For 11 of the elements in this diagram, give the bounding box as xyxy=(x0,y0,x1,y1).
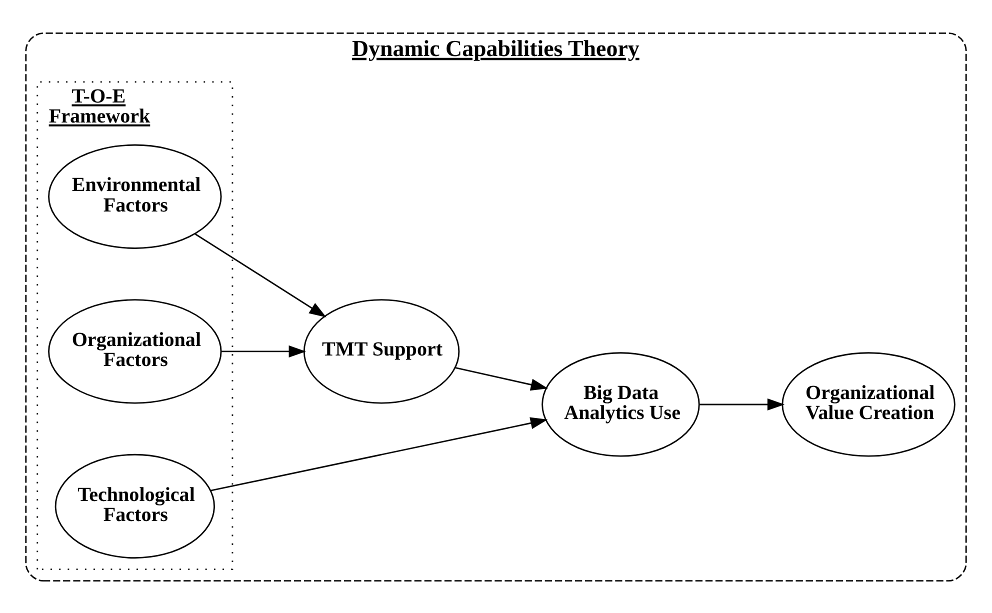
node-ellipse: TMT Support xyxy=(303,298,460,404)
arrow xyxy=(222,344,306,357)
node-ellipse: Technological Factors xyxy=(54,453,215,558)
node-ellipse: Organizational Value Creation xyxy=(782,352,956,456)
arrow xyxy=(210,416,548,491)
arrow xyxy=(455,366,548,390)
arrow xyxy=(700,398,785,410)
node-ellipse: Big Data Analytics Use xyxy=(542,352,700,456)
node-ellipse: Environmental Factors xyxy=(48,144,222,248)
arrow xyxy=(194,232,326,317)
node-ellipse: Organizational Factors xyxy=(48,298,222,404)
